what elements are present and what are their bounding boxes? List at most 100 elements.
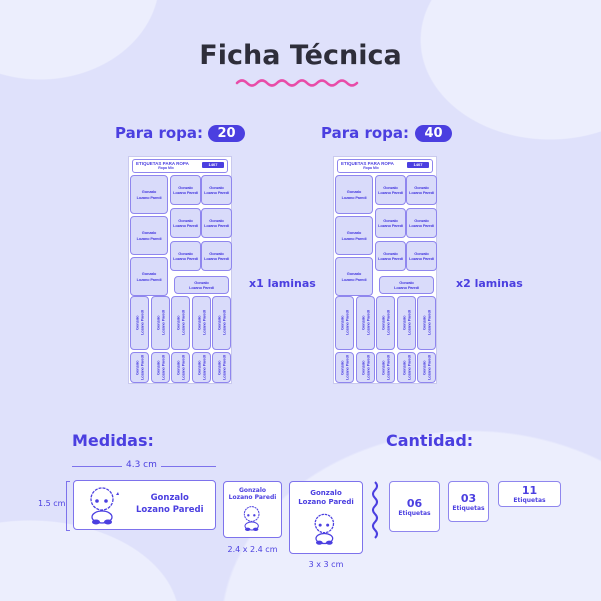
label-surname: Lozano Paredi — [201, 355, 206, 380]
label-name: Gonzalo — [209, 250, 224, 256]
label-name: Gonzalo — [383, 217, 398, 223]
bear-illustration-icon — [243, 506, 259, 532]
label-surname: Lozano Paredi — [204, 190, 229, 195]
label-square-small: Gonzalo Lozano Paredi — [223, 481, 282, 538]
height-label: 1.5 cm — [38, 499, 66, 508]
label-surname: Lozano Paredi — [173, 223, 198, 228]
label-surname: Lozano Paredi — [221, 355, 227, 380]
quantity-unit: Etiquetas — [452, 504, 485, 512]
cantidad-heading: Cantidad: — [386, 431, 474, 450]
sheet-code-badge: 1407 — [202, 162, 224, 168]
page-title: Ficha Técnica — [199, 40, 402, 71]
label-surname: Lozano Paredi — [341, 194, 367, 200]
label-name: Gonzalo — [383, 250, 398, 256]
label-surname: Lozano Paredi — [394, 285, 419, 290]
sheet-title: ETIQUETAS PARA ROPA — [136, 161, 189, 166]
set-label: Para ropa: — [115, 124, 204, 142]
label-surname: Lozano Paredi — [201, 310, 206, 336]
label-name: Gonzalo — [346, 230, 362, 236]
label-name: Gonzalo — [154, 315, 160, 331]
medidas-heading: Medidas: — [72, 431, 154, 450]
label-name: Gonzalo — [195, 360, 201, 375]
label-surname: Lozano Paredi — [365, 310, 370, 336]
label-surname: Lozano Paredi — [385, 310, 391, 336]
label-surname: Lozano Paredi — [160, 310, 165, 336]
label-surname: Lozano Paredi — [406, 310, 411, 336]
label-name: Gonzalo — [178, 250, 193, 256]
count-badge: 20 — [208, 125, 245, 142]
label-surname: Lozano Paredi — [385, 355, 391, 380]
label-surname: Lozano Paredi — [406, 355, 411, 380]
sheets-count: x2 laminas — [456, 277, 523, 290]
label-surname: Lozano Paredi — [180, 310, 186, 336]
label-name: Gonzalo — [310, 489, 342, 497]
label-name: Gonzalo — [346, 271, 362, 277]
sheet-code-badge: 1407 — [407, 162, 429, 168]
height-dimension-line — [66, 481, 70, 531]
label-surname: Lozano Paredi — [409, 190, 434, 195]
label-name: Gonzalo — [400, 360, 406, 375]
label-surname: Lozano Paredi — [378, 190, 403, 195]
label-name: Gonzalo — [154, 360, 160, 375]
width-label: 4.3 cm — [122, 460, 161, 470]
label-name: Gonzalo — [195, 315, 201, 331]
label-name: Gonzalo — [194, 279, 209, 285]
label-name: Gonzalo — [359, 315, 365, 331]
label-surname: Lozano Paredi — [378, 256, 403, 261]
sheet-subtitle: Ropa Mix — [158, 166, 174, 170]
label-surname: Lozano Paredi — [341, 276, 367, 282]
label-name: Gonzalo — [238, 487, 267, 494]
label-surname: Lozano Paredi — [409, 256, 434, 261]
label-surname: Lozano Paredi — [160, 355, 165, 380]
label-name: Gonzalo — [359, 360, 365, 375]
label-surname: Lozano Paredi — [136, 276, 162, 282]
label-surname: Lozano Paredi — [221, 310, 227, 336]
label-surname: Lozano Paredi — [341, 235, 367, 241]
set-label: Para ropa: — [321, 124, 410, 142]
label-name: Gonzalo — [150, 493, 189, 504]
wavy-divider — [372, 481, 378, 539]
label-surname: Lozano Paredi — [173, 256, 198, 261]
quantity-number: 11 — [521, 484, 538, 497]
quantity-unit: Etiquetas — [398, 509, 431, 517]
label-name: Gonzalo — [383, 184, 398, 190]
label-surname: Lozano Paredi — [426, 310, 432, 336]
label-surname: Lozano Paredi — [298, 497, 354, 506]
label-name: Gonzalo — [399, 279, 414, 285]
quantity-unit: Etiquetas — [513, 497, 546, 504]
label-name: Gonzalo — [400, 315, 406, 331]
label-surname: Lozano Paredi — [139, 310, 145, 336]
label-surname: Lozano Paredi — [204, 223, 229, 228]
quantity-number: 06 — [406, 496, 423, 510]
label-surname: Lozano Paredi — [136, 505, 204, 515]
